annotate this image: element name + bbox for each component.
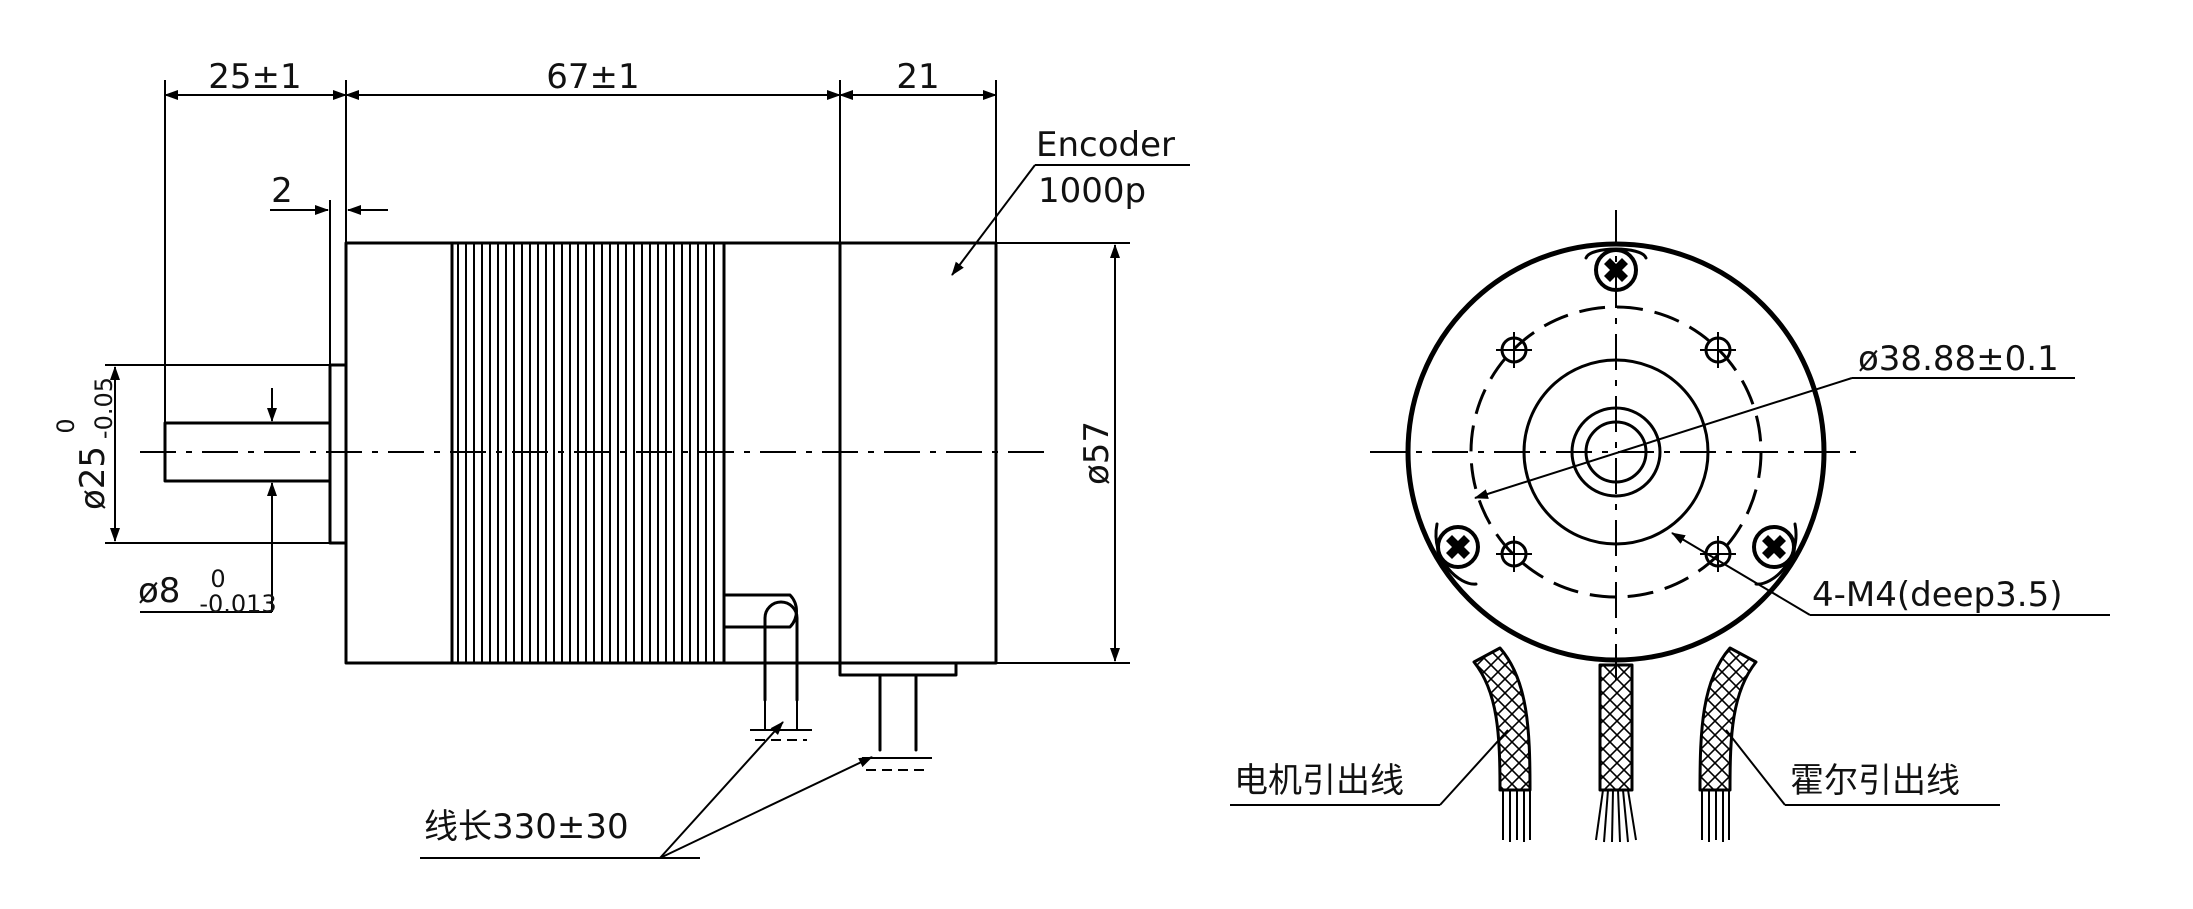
- motor-leads-label: 电机引出线: [1234, 761, 1404, 801]
- top-dimensions: 25±1 67±1 21: [164, 57, 997, 423]
- pilot-tol-upper: 0: [52, 418, 80, 433]
- pilot-diameter-dimension: ø25 0 -0.05: [52, 364, 330, 544]
- diameter-body: ø57: [1077, 421, 1117, 485]
- pilot-boss: [328, 363, 348, 545]
- motor-cable-side: [722, 593, 812, 741]
- body-diameter-dimension: ø57: [996, 242, 1130, 664]
- dim-shaft-length: 25±1: [208, 57, 301, 97]
- side-view: 25±1 67±1 21 2 Encoder 1000p ø57: [52, 57, 1190, 859]
- mount-holes-label: 4-M4(deep3.5): [1812, 575, 2062, 615]
- encoder-resolution: 1000p: [1038, 171, 1146, 211]
- shaft-tol-lower: -0.013: [199, 590, 276, 618]
- hall-cable-front: [1698, 646, 1758, 792]
- bolt-circle-callout: ø38.88±0.1: [1474, 339, 2075, 499]
- diameter-pilot: ø25: [73, 446, 113, 510]
- mount-hole-callout: 4-M4(deep3.5): [1671, 532, 2110, 616]
- front-view: ø38.88±0.1 4-M4(deep3.5) 电机引出线 霍尔引出线: [1230, 210, 2110, 843]
- center-cable-front: [1598, 663, 1634, 792]
- shaft-tol-upper: 0: [210, 565, 225, 593]
- motor-cable-front: [1472, 646, 1532, 792]
- shaft-diameter-dimension: ø8 0 -0.013: [138, 388, 277, 618]
- hall-leads-callout: 霍尔引出线: [1725, 729, 2000, 806]
- encoder-label: Encoder: [1036, 125, 1175, 165]
- encoder-connector: [838, 661, 958, 677]
- hall-leads-label: 霍尔引出线: [1790, 761, 1960, 801]
- dim-motor-body: 67±1: [546, 57, 639, 97]
- screw-icon: [1594, 248, 1638, 292]
- motor-leads-callout: 电机引出线: [1230, 729, 1509, 806]
- mount-holes: [1496, 332, 1736, 572]
- cable-length-callout: 线长330±30: [420, 721, 873, 859]
- mount-hole: [1496, 536, 1532, 572]
- gap-dimension: 2: [270, 171, 388, 365]
- encoder-callout: Encoder 1000p: [951, 125, 1190, 276]
- screw-icon: [1436, 525, 1480, 569]
- dim-flange-gap: 2: [271, 171, 293, 211]
- mount-hole: [1700, 332, 1736, 368]
- cable-length: 线长330±30: [424, 807, 629, 847]
- pilot-tol-lower: -0.05: [90, 377, 118, 439]
- diameter-shaft: ø8: [138, 571, 180, 611]
- encoder-cable-side: [862, 673, 932, 771]
- mount-hole: [1496, 332, 1532, 368]
- screw-icon: [1752, 525, 1796, 569]
- screw-bosses: [1434, 247, 1798, 586]
- dim-encoder-length: 21: [896, 57, 939, 97]
- bolt-circle-label: ø38.88±0.1: [1858, 339, 2059, 379]
